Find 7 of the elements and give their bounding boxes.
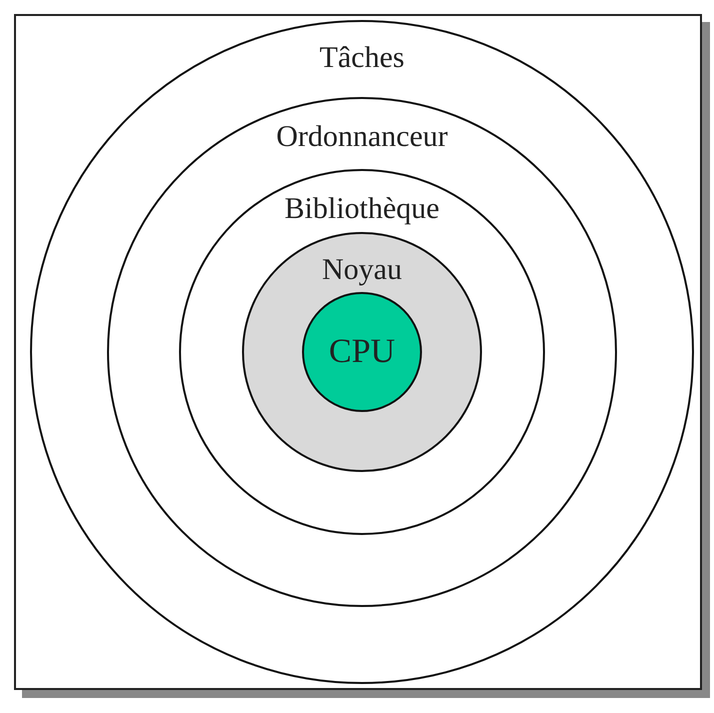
cpu-label: CPU xyxy=(328,336,396,368)
layer-label: Ordonnanceur xyxy=(276,121,448,153)
layer-label: Tâches xyxy=(320,42,404,74)
layer-label: Noyau xyxy=(322,254,402,286)
layer-circle xyxy=(179,169,545,535)
layer-label: Bibliothèque xyxy=(284,193,440,225)
layer-circle xyxy=(107,97,617,607)
